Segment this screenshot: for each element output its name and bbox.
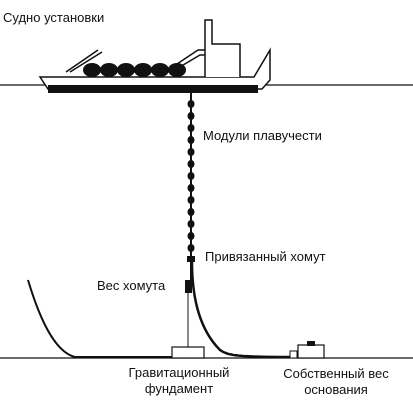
gravity-foundation-label: Гравитационный фундамент [106, 365, 252, 397]
installation-vessel [38, 19, 271, 93]
base-weight-label-line2: основания [304, 382, 368, 397]
clamp-weight-block [185, 280, 192, 293]
riser-lower-curve-inner [194, 261, 301, 356]
riser-lower-curve [190, 261, 301, 359]
gravity-foundation-label-line1: Гравитационный [128, 365, 230, 380]
mooring-line [27, 279, 175, 358]
riser-string [187, 93, 195, 282]
tethered-clamp-mark [187, 256, 195, 262]
buoyancy-module-beads [187, 100, 195, 252]
gravity-foundation-label-line2: фундамент [144, 381, 214, 396]
base-weight-label-line1: Собственный вес [283, 366, 389, 381]
vessel-keel [48, 85, 258, 93]
vessel-label: Судно установки [3, 10, 105, 25]
gravity-foundation-block [171, 346, 205, 359]
vessel-bridge [204, 19, 241, 77]
vessel-crane-left [65, 49, 103, 73]
dead-weight-base [289, 341, 325, 359]
clamp-weight-assembly [185, 262, 192, 350]
tethered-clamp-label: Привязанный хомут [205, 249, 326, 264]
clamp-weight-label: Вес хомута [97, 278, 166, 293]
base-weight-label: Собственный вес основания [266, 366, 406, 398]
vessel-crane-right [173, 49, 205, 69]
buoyancy-modules-label: Модули плавучести [203, 128, 322, 143]
pipe-reels [83, 63, 186, 77]
